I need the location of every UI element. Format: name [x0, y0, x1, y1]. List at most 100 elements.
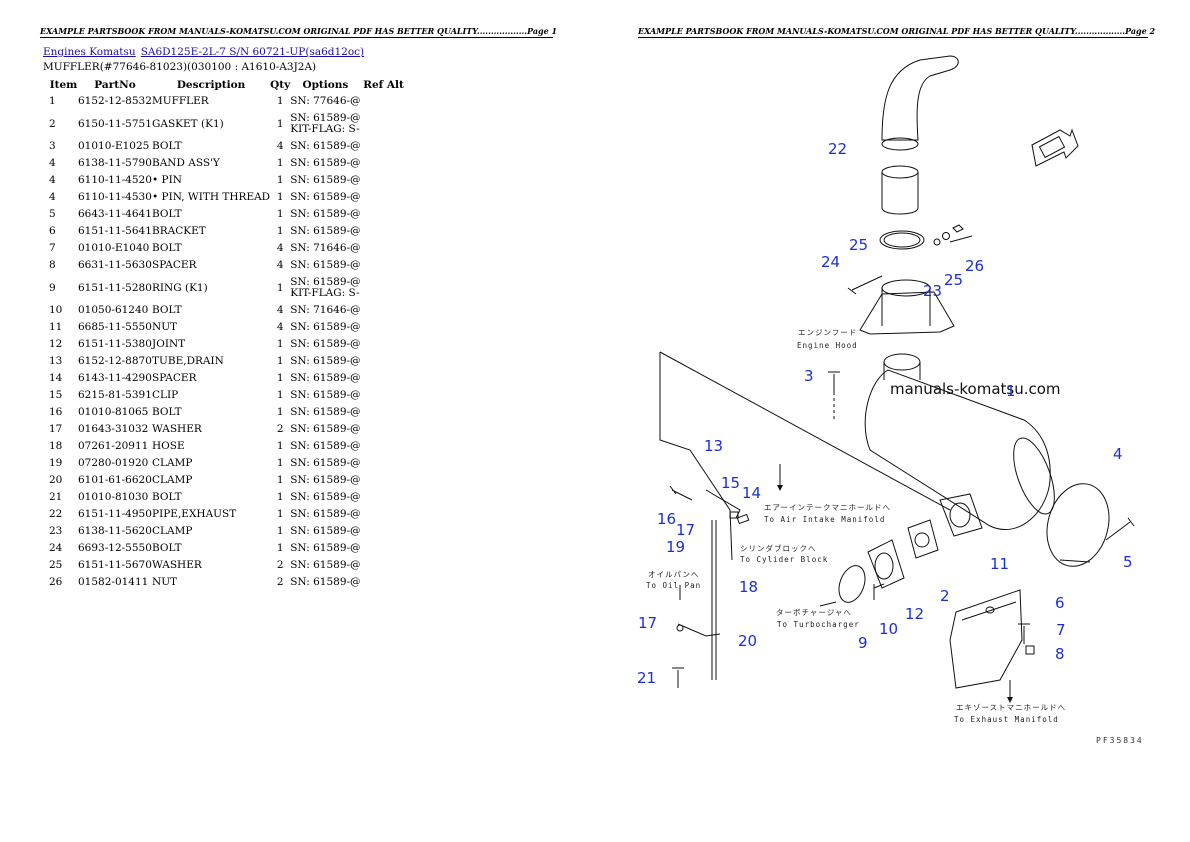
qty-cell: 1	[276, 406, 284, 418]
qty-cell: 4	[276, 259, 284, 271]
item-cell: 5	[49, 208, 56, 220]
options-cell: SN: 61589-@	[290, 353, 360, 370]
item-cell: 12	[49, 338, 63, 350]
partno-cell: 6151-11-5670	[78, 559, 152, 571]
partno-cell: 6152-12-8870	[78, 355, 152, 367]
options-line: SN: 61589-@	[290, 112, 361, 124]
refalt-cell	[361, 404, 407, 421]
connection-label: エアーインテークマニホールドへ	[764, 503, 892, 512]
refalt-cell	[361, 387, 407, 404]
connection-label: ターボチャージャへ	[776, 608, 852, 617]
callout-number: 17	[638, 614, 658, 632]
callout-number: 12	[905, 605, 925, 623]
options-cell: SN: 61589-@	[290, 557, 360, 574]
callout-number: 26	[965, 257, 985, 275]
refalt-cell	[361, 240, 407, 257]
callout-number: 5	[1123, 553, 1133, 571]
callout-number: 13	[704, 437, 724, 455]
refalt-cell	[361, 206, 407, 223]
item-cell: 23	[49, 525, 63, 537]
options-line: SN: 61589-@	[290, 474, 361, 486]
options-line: SN: 61589-@	[290, 406, 361, 418]
refalt-cell	[361, 257, 407, 274]
qty-cell: 1	[276, 508, 284, 520]
callout-number: 21	[637, 669, 657, 687]
options-cell: SN: 61589-@	[290, 206, 360, 223]
partno-cell: 6110-11-4530	[78, 191, 152, 203]
refalt-cell	[361, 421, 407, 438]
qty-cell: 1	[276, 191, 284, 203]
description-cell: PIPE,EXHAUST	[152, 508, 237, 520]
partno-cell: 6151-11-5280	[78, 281, 152, 294]
qty-cell: 1	[276, 225, 284, 237]
refalt-cell	[361, 472, 407, 489]
options-cell: SN: 61589-@KIT-FLAG: S-	[290, 110, 360, 138]
options-cell: SN: 61589-@	[290, 421, 360, 438]
qty-cell: 1	[276, 525, 284, 537]
callout-number: 7	[1056, 621, 1066, 639]
engines-komatsu-link[interactable]: Engines Komatsu	[43, 46, 136, 58]
options-cell: SN: 71646-@	[290, 302, 360, 319]
partno-cell: 6152-12-8532	[78, 95, 152, 107]
partno-cell: 6643-11-4641	[78, 208, 152, 220]
options-cell: SN: 61589-@	[290, 155, 360, 172]
refalt-cell	[361, 302, 407, 319]
qty-cell: 2	[276, 559, 284, 571]
callout-number: 25	[849, 236, 869, 254]
figure-id: PF35834	[1096, 736, 1144, 745]
refalt-cell	[361, 172, 407, 189]
qty-cell: 1	[276, 157, 284, 169]
connection-label: エンジンフード	[798, 328, 858, 337]
parts-table: Item PartNo Description Qty Options Ref …	[43, 76, 407, 591]
options-line: SN: 61589-@	[290, 491, 361, 503]
partno-cell: 6110-11-4520	[78, 174, 152, 186]
connection-label: To Turbocharger	[777, 620, 860, 629]
page-subtitle: MUFFLER(#77646-81023)(030100 : A1610-A3J…	[43, 61, 317, 73]
partno-cell: 6150-11-5751	[78, 117, 152, 130]
item-cell: 7	[49, 242, 56, 254]
options-line: SN: 61589-@	[290, 140, 361, 152]
description-cell: • PIN, WITH THREAD	[152, 191, 271, 203]
connection-label: To Air Intake Manifold	[764, 515, 886, 524]
qty-cell: 1	[276, 117, 284, 130]
options-line: SN: 61589-@	[290, 372, 361, 384]
refalt-cell	[361, 155, 407, 172]
model-link[interactable]: SA6D125E-2L-7 S/N 60721-UP(sa6d12oc)	[140, 46, 365, 58]
page-1-header: EXAMPLE PARTSBOOK FROM MANUALS-KOMATSU.C…	[40, 26, 558, 38]
connection-label: To Exhaust Manifold	[954, 715, 1059, 724]
connection-label: To Oil Pan	[646, 581, 702, 590]
item-cell: 8	[49, 259, 56, 271]
callout-number: 3	[804, 367, 814, 385]
callout-number: 15	[721, 474, 741, 492]
description-cell: BOLT	[152, 208, 182, 220]
qty-cell: 1	[276, 372, 284, 384]
refalt-cell	[361, 138, 407, 155]
refalt-cell	[361, 353, 407, 370]
item-cell: 10	[49, 304, 63, 316]
description-cell: MUFFLER	[152, 95, 209, 107]
description-cell: GASKET (K1)	[152, 117, 224, 130]
refalt-cell	[361, 540, 407, 557]
refalt-cell	[361, 223, 407, 240]
partno-cell: 07280-01920	[78, 457, 149, 469]
callout-number: 6	[1055, 594, 1065, 612]
options-line: SN: 61589-@	[290, 174, 361, 186]
options-cell: SN: 61589-@	[290, 540, 360, 557]
item-cell: 22	[49, 508, 63, 520]
options-cell: SN: 61589-@	[290, 223, 360, 240]
options-cell: SN: 61589-@	[290, 489, 360, 506]
callout-number: 22	[828, 140, 848, 158]
col-item-header: Item	[49, 78, 78, 91]
col-options-header: Options	[302, 78, 349, 91]
callout-number: 19	[666, 538, 686, 556]
description-cell: CLAMP	[152, 525, 193, 537]
